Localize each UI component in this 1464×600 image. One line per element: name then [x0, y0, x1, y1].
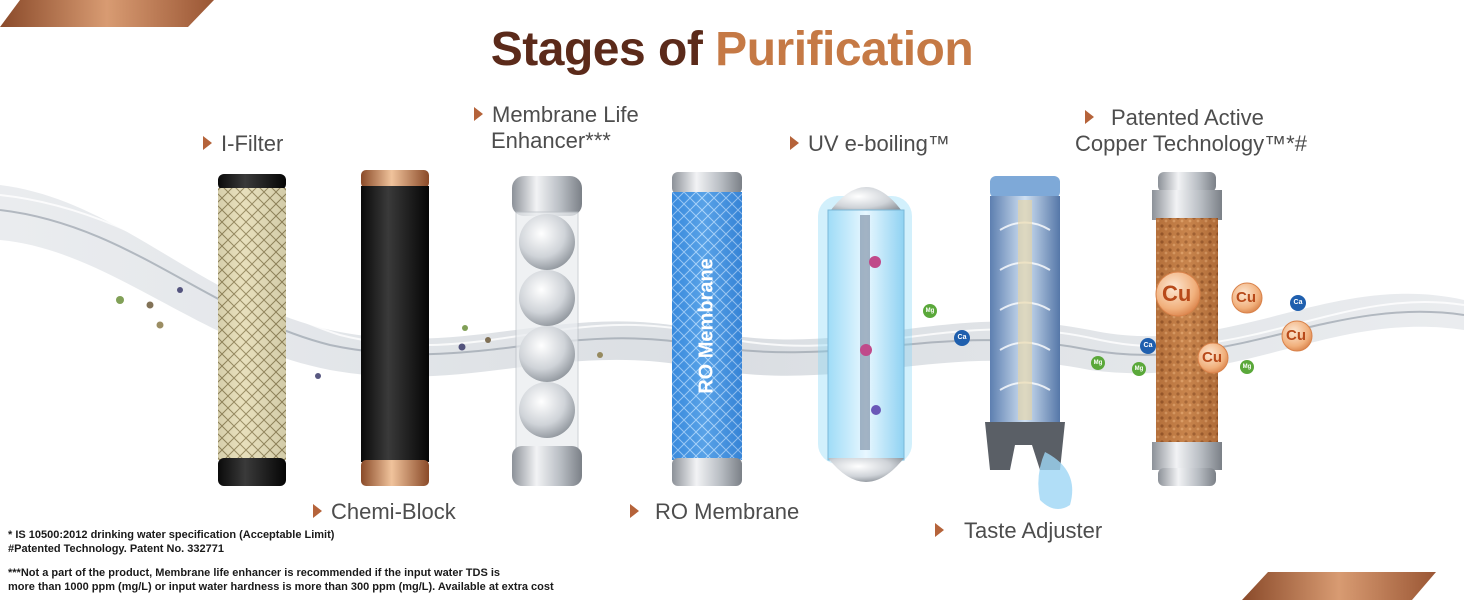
label-text: Taste Adjuster	[964, 518, 1103, 543]
label-text: Chemi-Block	[331, 499, 456, 524]
bullet-icon	[935, 523, 944, 537]
cu-ion-label-2: Cu	[1286, 327, 1306, 344]
label-text-line-2: Copper Technology™*#	[1075, 131, 1307, 156]
ro-membrane-cartridge-text: RO Membrane	[695, 258, 718, 394]
label-uv-e-boiling: UV e-boiling™	[790, 131, 950, 157]
label-text-line-1: Membrane Life	[492, 102, 639, 127]
label-active-copper: Patented Active Copper Technology™*#	[1075, 105, 1307, 157]
label-i-filter: I-Filter	[203, 131, 283, 157]
label-membrane-life-enhancer: Membrane Life Enhancer***	[474, 102, 639, 154]
bullet-icon	[474, 107, 483, 121]
cu-ion-label-1: Cu	[1236, 289, 1256, 306]
mineral-ion-mg-4: Mg	[1240, 360, 1254, 374]
cu-ion-label-large: Cu	[1162, 281, 1192, 306]
label-text: RO Membrane	[655, 499, 800, 524]
title-part-2: Purification	[715, 23, 974, 76]
label-ro-membrane: RO Membrane	[630, 499, 799, 525]
label-text-line-2: Enhancer***	[491, 128, 611, 153]
mineral-ion-ca-2: Ca	[1140, 338, 1156, 354]
bullet-icon	[790, 136, 799, 150]
title-part-1: Stages of	[490, 23, 703, 76]
footnote-3: ***Not a part of the product, Membrane l…	[8, 567, 501, 579]
label-text-line-1: Patented Active	[1111, 105, 1264, 130]
footnote-1: * IS 10500:2012 drinking water specifica…	[8, 529, 335, 541]
mineral-ion-mg-1: Mg	[923, 304, 937, 318]
mineral-ion-mg-2: Mg	[1091, 356, 1105, 370]
cu-ion-label-3: Cu	[1202, 349, 1222, 366]
footnotes: * IS 10500:2012 drinking water specifica…	[8, 528, 554, 594]
label-text: I-Filter	[221, 131, 284, 156]
label-chemi-block: Chemi-Block	[313, 499, 456, 525]
label-taste-adjuster: Taste Adjuster	[935, 518, 1102, 544]
footnote-4: more than 1000 ppm (mg/L) or input water…	[8, 581, 554, 593]
page-title: Stages of Purification	[0, 22, 1464, 77]
mineral-ion-mg-3: Mg	[1132, 362, 1146, 376]
bullet-icon	[203, 136, 212, 150]
bullet-icon	[313, 504, 322, 518]
mineral-ion-ca-1: Ca	[954, 330, 970, 346]
bullet-icon	[1085, 110, 1094, 124]
label-text: UV e-boiling™	[808, 131, 950, 156]
bullet-icon	[630, 504, 639, 518]
mineral-ion-ca-3: Ca	[1290, 295, 1306, 311]
footnote-2: #Patented Technology. Patent No. 332771	[8, 543, 224, 555]
